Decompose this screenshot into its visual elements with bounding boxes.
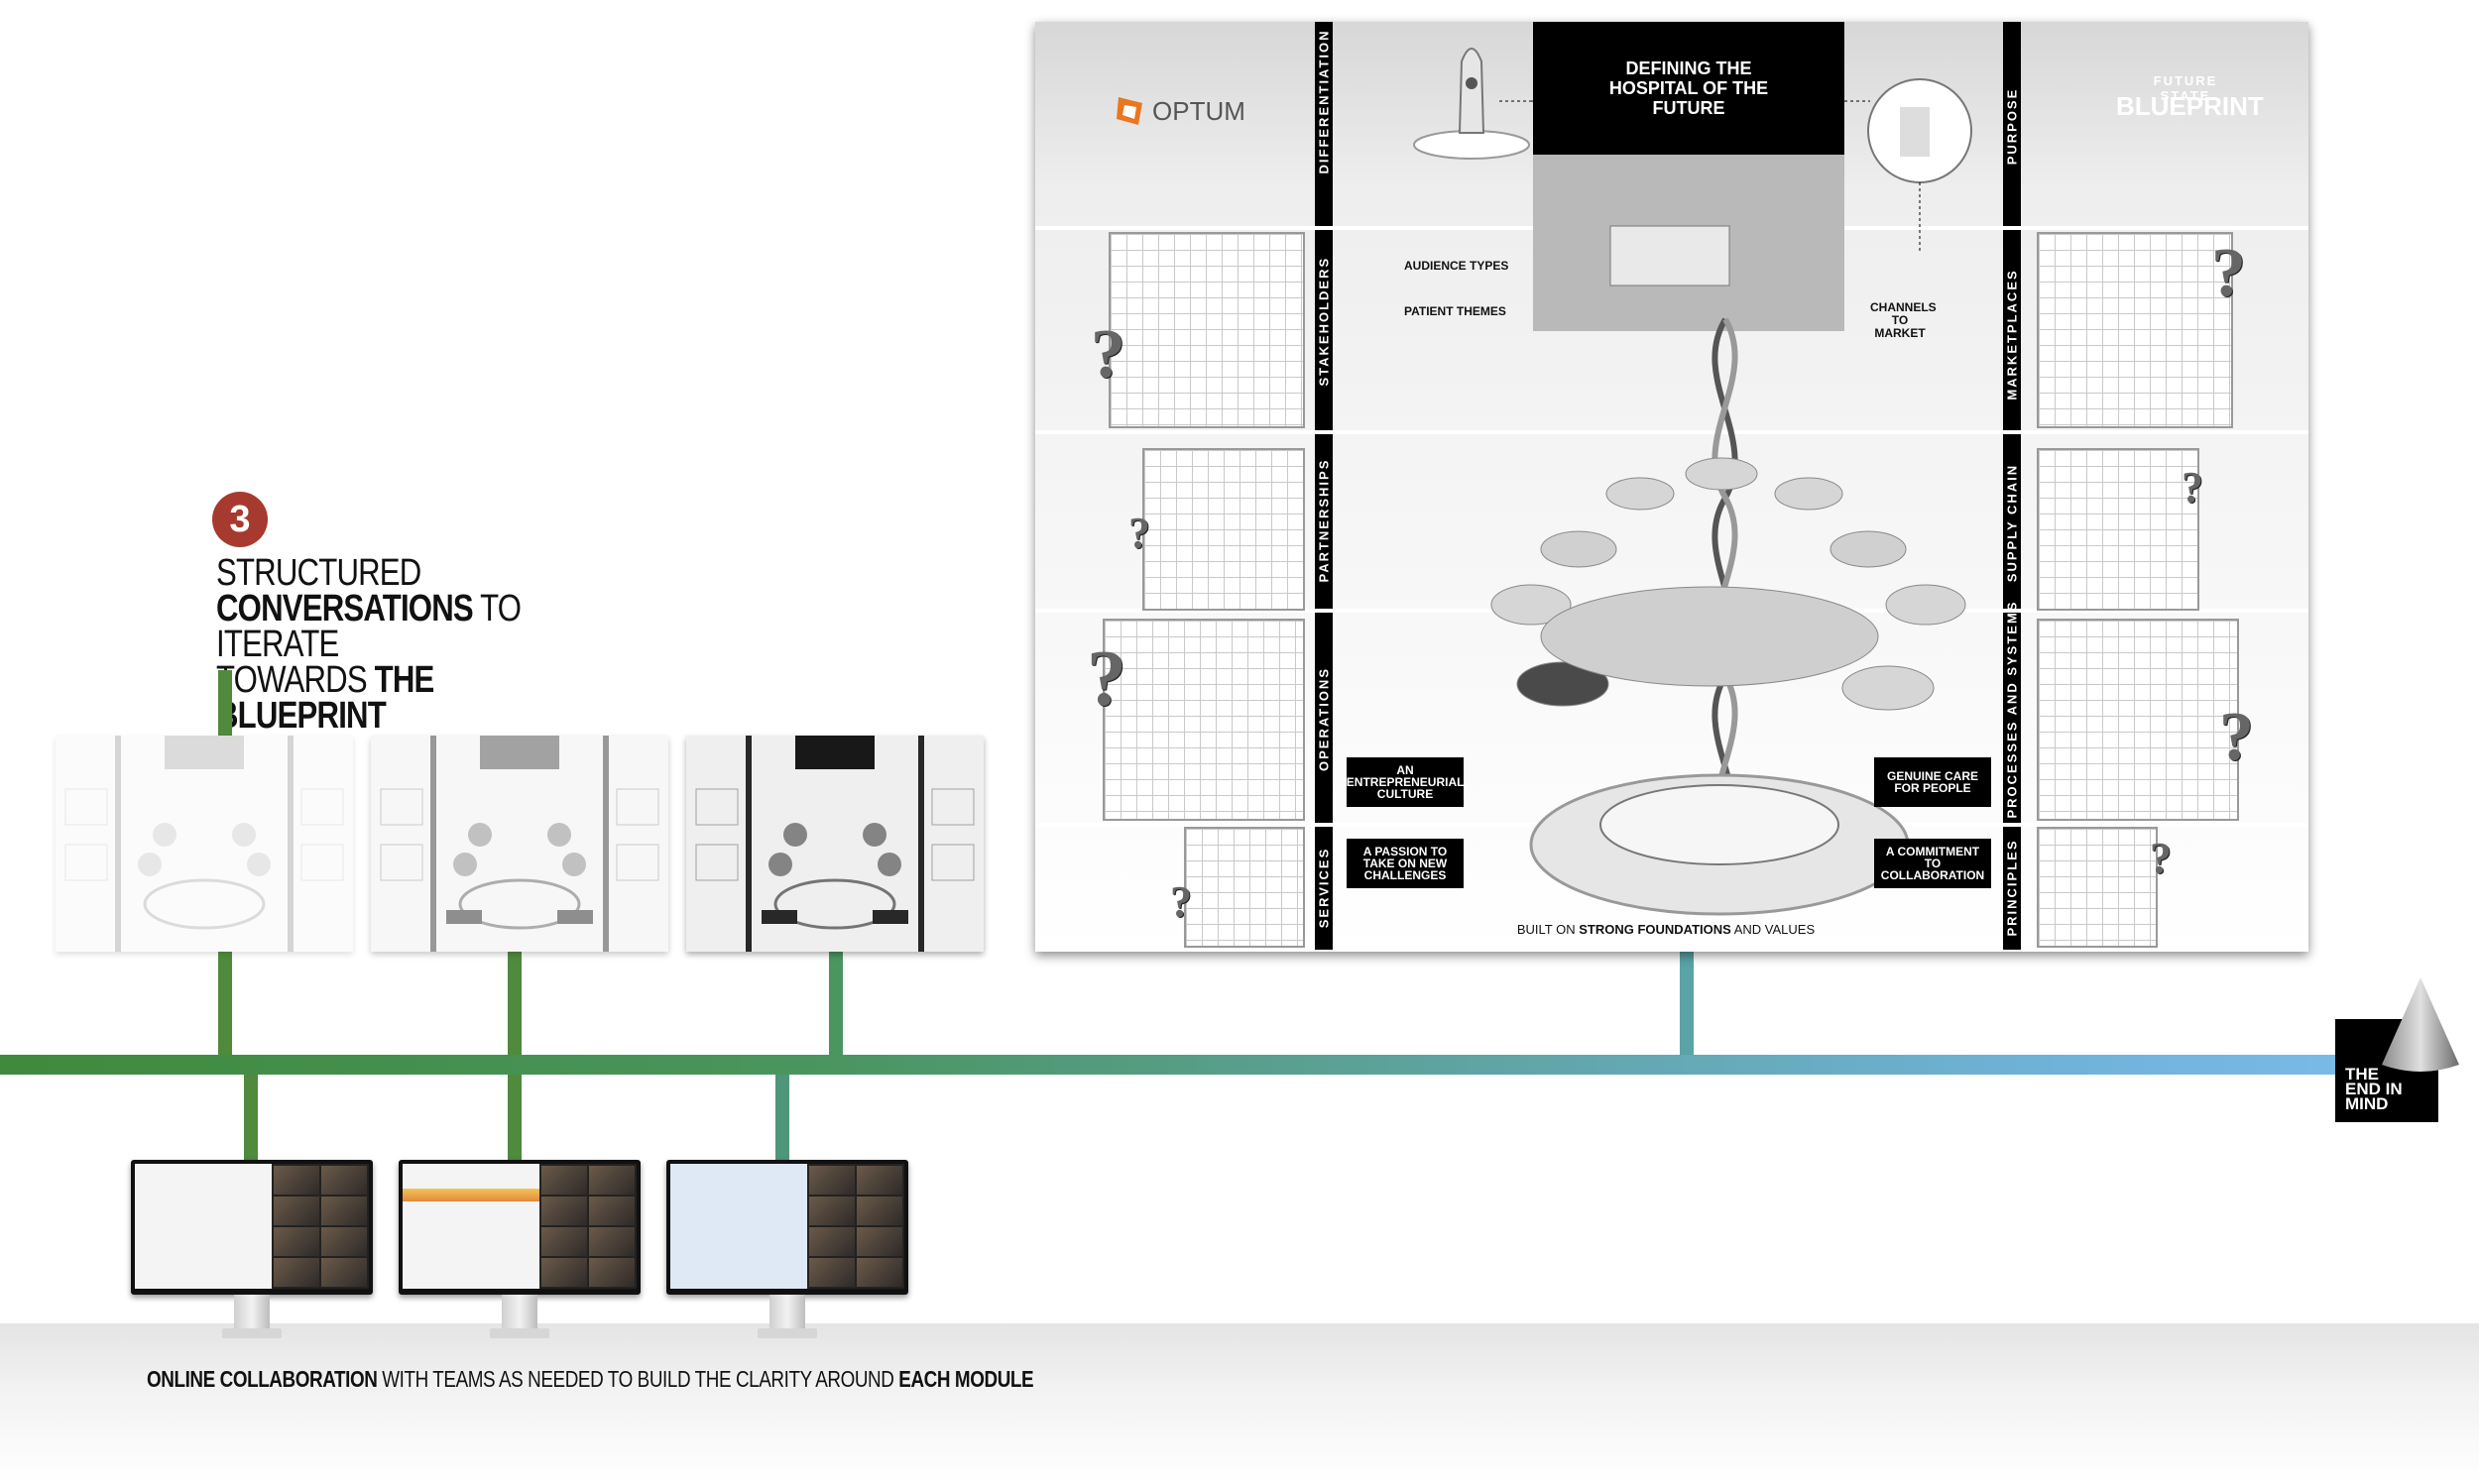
- left-band-bar: [1315, 22, 1333, 950]
- step-title-line3: TOWARDS THE BLUEPRINT: [216, 659, 434, 737]
- thumb3-connector: [829, 952, 843, 1055]
- video-call-grid: [807, 1164, 904, 1289]
- grid-box-operations: [1103, 619, 1305, 821]
- end-in-mind-logo-text: THE END IN MIND: [2345, 1065, 2403, 1113]
- band-label-differentiation: DIFFERENTIATION: [1316, 29, 1332, 174]
- step-title: STRUCTURED CONVERSATIONS TO ITERATE TOWA…: [216, 552, 557, 737]
- question-mark-icon: ?: [1091, 316, 1125, 393]
- optum-logo-text: OPTUM: [1152, 95, 1245, 126]
- question-mark-icon: ?: [1128, 509, 1150, 557]
- optum-logo: OPTUM: [1113, 91, 1245, 131]
- foundations-caption: BUILT ON STRONG FOUNDATIONS AND VALUES: [1516, 922, 1816, 937]
- floor-shadow: [0, 1323, 2479, 1484]
- band-label-services: SERVICES: [1316, 847, 1332, 929]
- monitor-stand-foot: [758, 1328, 817, 1338]
- audience-types-label: AUDIENCE TYPES: [1404, 259, 1509, 273]
- band-label-partnerships: PARTNERSHIPS: [1316, 458, 1332, 583]
- commitment-collaboration-box: A COMMITMENT TO COLLABORATION: [1874, 839, 1991, 888]
- cone-icon: [2382, 977, 2459, 1072]
- thumb2-connector: [508, 952, 522, 1055]
- step-number-badge: 3: [212, 492, 268, 547]
- grid-box-services: [1184, 827, 1305, 948]
- monitor-stand: [234, 1295, 270, 1328]
- grid-box-processes: [2037, 619, 2239, 821]
- header-title: DEFINING THE HOSPITAL OF THE FUTURE: [1608, 58, 1769, 118]
- collaboration-monitor-3: [666, 1160, 908, 1295]
- monitor3-connector: [775, 1075, 789, 1160]
- blueprint-iteration-3: [686, 736, 984, 952]
- band-label-supply-chain: SUPPLY CHAIN: [2004, 463, 2020, 583]
- band-label-principles: PRINCIPLES: [2004, 839, 2020, 937]
- channels-to-market-label: CHANNELS TO MARKET: [1870, 300, 1937, 340]
- question-mark-icon: ?: [2219, 699, 2254, 775]
- entrepreneurial-culture-box: AN ENTREPRENEURIAL CULTURE: [1347, 757, 1464, 807]
- monitor-stand: [502, 1295, 537, 1328]
- grid-box-partnerships: [1142, 448, 1305, 611]
- central-illustration: [1413, 48, 1972, 916]
- monitor2-connector: [508, 1075, 522, 1160]
- monitor1-connector: [244, 1075, 258, 1160]
- band-label-stakeholders: STAKEHOLDERS: [1316, 256, 1332, 387]
- right-band-bar: [2003, 22, 2021, 950]
- band-label-processes-systems: PROCESSES AND SYSTEMS: [2004, 600, 2020, 819]
- blueprint-poster: OPTUM FUTURE STATE BLUEPRINT DEFINING TH…: [1035, 22, 2308, 952]
- question-mark-icon: ?: [1170, 877, 1192, 926]
- passion-challenges-box: A PASSION TO TAKE ON NEW CHALLENGES: [1347, 839, 1464, 888]
- patient-themes-label: PATIENT THEMES: [1404, 304, 1506, 318]
- grid-box-marketplaces: [2037, 232, 2233, 428]
- band-label-purpose: PURPOSE: [2004, 87, 2020, 166]
- band-separator-2: [1035, 430, 2308, 434]
- band-label-operations: OPERATIONS: [1316, 667, 1332, 771]
- collaboration-monitor-2: [399, 1160, 641, 1295]
- step-title-line2: CONVERSATIONS TO ITERATE: [216, 588, 522, 665]
- grid-box-principles: [2037, 827, 2158, 948]
- video-call-grid: [272, 1164, 369, 1289]
- step-title-line1: STRUCTURED: [216, 552, 421, 594]
- step-connector-line: [218, 670, 232, 736]
- question-mark-icon: ?: [2182, 463, 2203, 512]
- future-state-label: FUTURE STATE: [2153, 73, 2218, 103]
- band-label-marketplaces: MARKETPLACES: [2004, 269, 2020, 400]
- question-mark-icon: ?: [2211, 235, 2246, 311]
- future-state-title: BLUEPRINT: [2116, 91, 2264, 121]
- timeline-line: [0, 1055, 2400, 1075]
- blueprint-connector: [1680, 952, 1694, 1055]
- monitor-stand-foot: [490, 1328, 549, 1338]
- question-mark-icon: ?: [2150, 834, 2172, 882]
- collaboration-monitor-1: [131, 1160, 373, 1295]
- bottom-caption: ONLINE COLLABORATION WITH TEAMS AS NEEDE…: [147, 1366, 1034, 1392]
- grid-box-stakeholders: [1109, 232, 1305, 428]
- header-title-box: DEFINING THE HOSPITAL OF THE FUTURE: [1533, 22, 1844, 155]
- blueprint-iteration-2: [371, 736, 668, 952]
- grid-box-supply-chain: [2037, 448, 2199, 611]
- blueprint-iteration-1: [56, 736, 353, 952]
- monitor-stand: [769, 1295, 805, 1328]
- thumb1-connector: [218, 952, 232, 1055]
- question-mark-icon: ?: [1087, 635, 1126, 723]
- optum-logo-icon: [1117, 97, 1142, 125]
- genuine-care-box: GENUINE CARE FOR PEOPLE: [1874, 757, 1991, 807]
- monitor-stand-foot: [222, 1328, 282, 1338]
- video-call-grid: [539, 1164, 637, 1289]
